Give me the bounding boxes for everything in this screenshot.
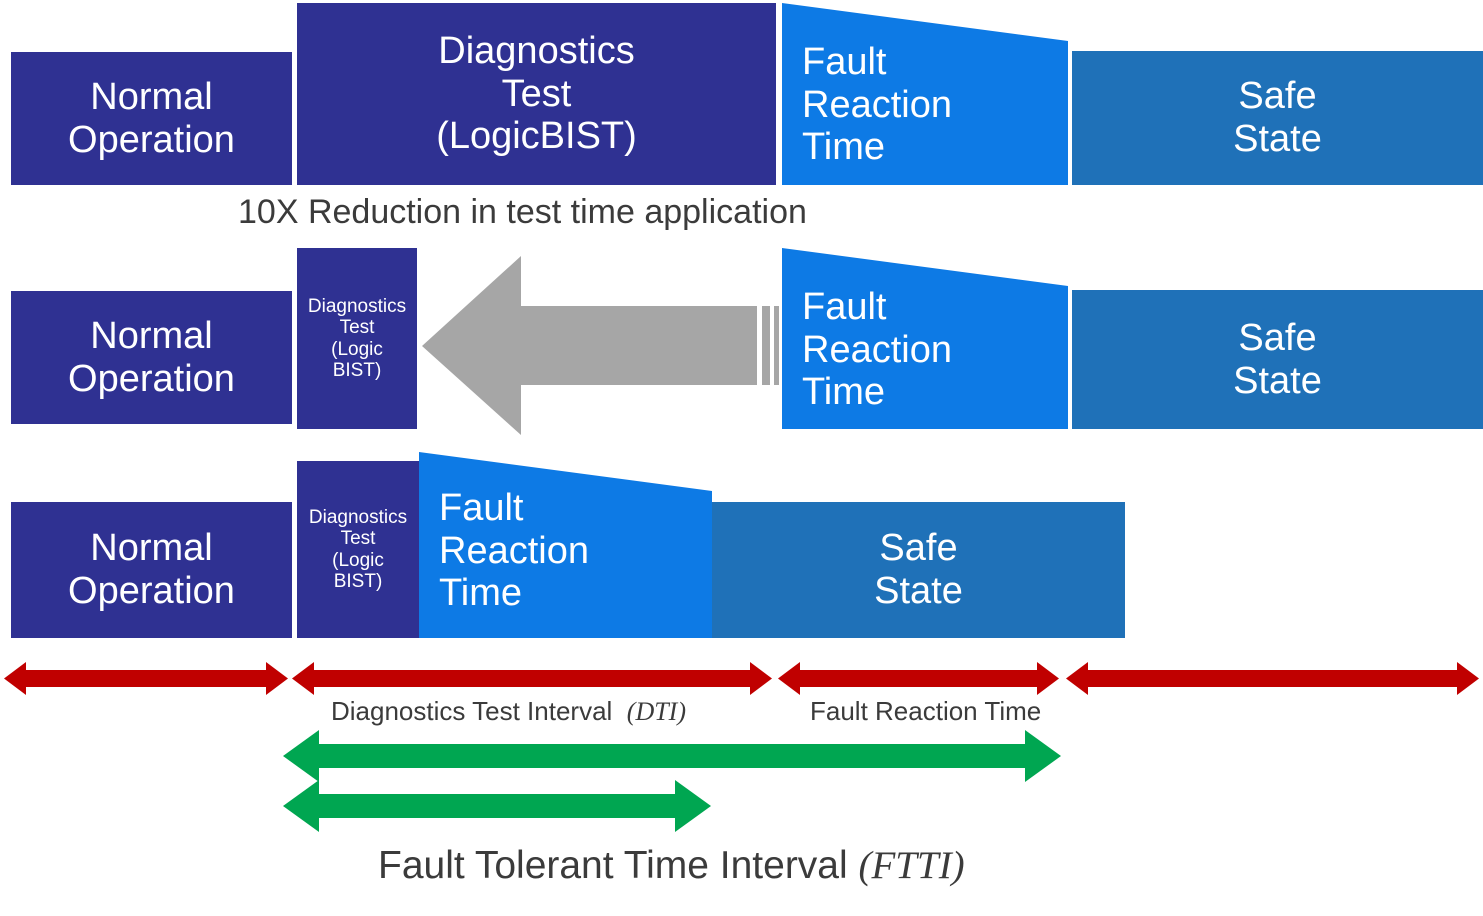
- reduction-arrow: [422, 256, 779, 435]
- dti-main-text: Diagnostics Test Interval: [331, 696, 613, 726]
- reduction-note: 10X Reduction in test time application: [238, 193, 807, 231]
- row1-diagnostics-test-block: Diagnostics Test (LogicBIST): [297, 3, 776, 185]
- row3-normal-operation-block: Normal Operation: [11, 502, 292, 638]
- row1-safe-state-block: Safe State: [1072, 51, 1483, 185]
- dti-abbr-text: (DTI): [626, 697, 686, 726]
- fault-reaction-time-span-arrow: [778, 662, 1059, 695]
- ftti-lower-span-arrow: [283, 780, 711, 832]
- frt-main-text: Fault Reaction Time: [810, 696, 1042, 726]
- ftti-main-text: Fault Tolerant Time Interval: [378, 844, 859, 887]
- ftti-abbr-text: (FTTI): [858, 844, 965, 887]
- normal-operation-span-arrow: [4, 662, 288, 695]
- row2-fault-reaction-time-block: Fault Reaction Time: [782, 248, 1068, 429]
- row2-normal-operation-block: Normal Operation: [11, 291, 292, 424]
- row1-normal-operation-block: Normal Operation: [11, 52, 292, 185]
- safe-state-span-arrow: [1066, 662, 1479, 695]
- diagnostics-test-interval-span-arrow: [292, 662, 772, 695]
- row1-fault-reaction-time-block: Fault Reaction Time: [782, 3, 1068, 185]
- row3-safe-state-block: Safe State: [712, 502, 1125, 638]
- fault-reaction-time-label: Fault Reaction Time: [810, 696, 1041, 727]
- row2-diagnostics-test-block: Diagnostics Test (Logic BIST): [297, 248, 417, 429]
- row3-fault-reaction-time-block: Fault Reaction Time: [419, 452, 712, 638]
- row3-diagnostics-test-block: Diagnostics Test (Logic BIST): [297, 461, 419, 638]
- ftti-footer-label: Fault Tolerant Time Interval (FTTI): [378, 843, 965, 888]
- row2-safe-state-block: Safe State: [1072, 290, 1483, 429]
- diagnostics-test-interval-label: Diagnostics Test Interval (DTI): [331, 696, 686, 727]
- ftti-upper-span-arrow: [283, 730, 1061, 782]
